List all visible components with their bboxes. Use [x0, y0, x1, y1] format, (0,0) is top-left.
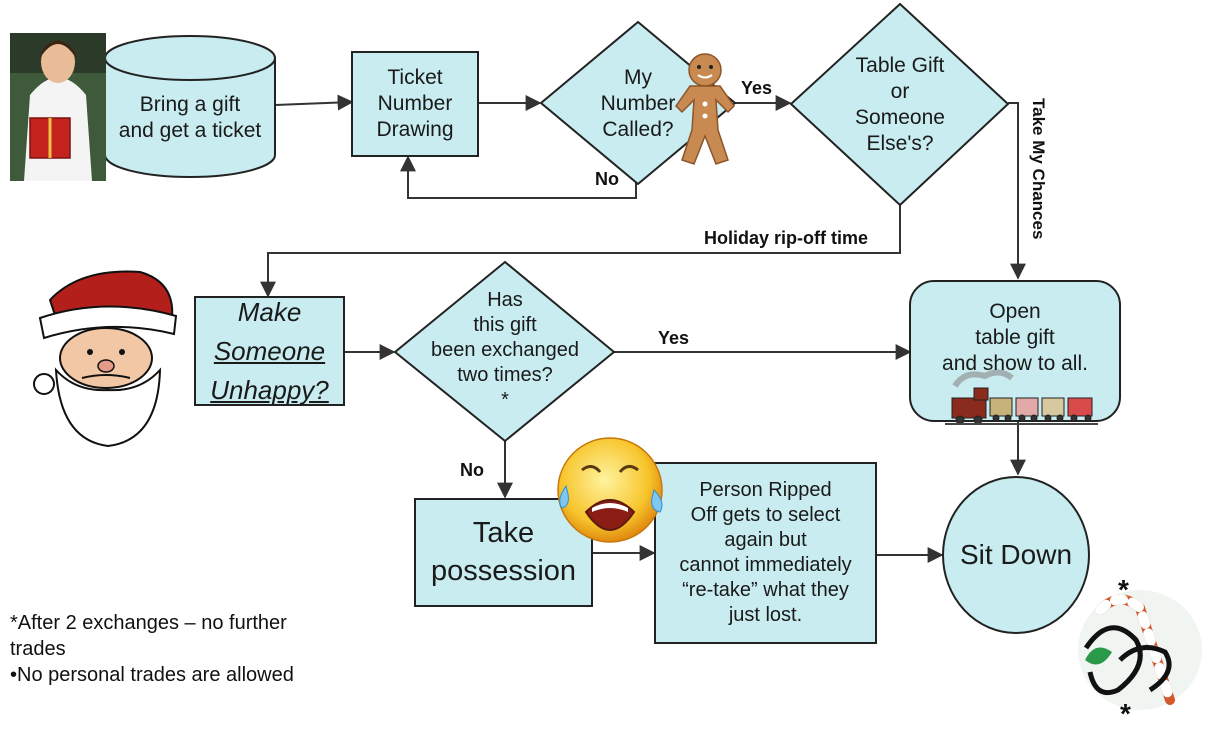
- node-open-table-gift: Open table gift and show to all.: [942, 299, 1088, 376]
- shapes: [104, 2, 1121, 644]
- node-make-unhappy: Make Someone Unhappy?: [195, 297, 344, 405]
- footnote-block: *After 2 exchanges – no further trades •…: [10, 610, 295, 688]
- woman-with-gift-icon: [10, 33, 106, 181]
- node-ticket-drawing: Ticket Number Drawing: [376, 65, 454, 142]
- label-no-called: No: [595, 169, 619, 189]
- diamond-table-or-else: [789, 2, 1010, 207]
- node-sit-down: Sit Down: [959, 538, 1073, 570]
- footnote-line-1: *After 2 exchanges – no further trades: [10, 612, 287, 660]
- circle-sit-down: [942, 476, 1090, 634]
- node-ripped-off: Person Ripped Off gets to select again b…: [679, 479, 852, 626]
- node-bring-gift: Bring a gift and get a ticket: [118, 92, 262, 142]
- edge-gift-to-drawing: [274, 94, 354, 111]
- box-open-table-gift: [909, 280, 1121, 422]
- cylinder-bring-gift: [104, 35, 276, 178]
- box-ripped-off: [654, 462, 877, 644]
- label-ripoff-time: Holiday rip-off time: [704, 228, 869, 248]
- footnote-line-2: •No personal trades are allowed: [10, 664, 294, 686]
- node-exchanged-twice: Has this gift been exchanged two times? …: [431, 288, 579, 411]
- toy-train-icon: [945, 369, 1098, 425]
- gingerbread-man-icon: [675, 53, 735, 165]
- crying-face-icon: [557, 437, 663, 543]
- make-unhappy-line-2: Someone: [213, 335, 326, 366]
- make-unhappy-line-1: Make: [237, 296, 302, 327]
- label-yes-exchanged: Yes: [658, 328, 690, 348]
- edge-ripoff: [260, 205, 901, 298]
- candy-asterisk-top: *: [1118, 574, 1129, 605]
- candy-asterisk-bottom: *: [1120, 698, 1131, 729]
- diamond-exchanged-twice: [393, 260, 616, 443]
- node-table-or-else: Table Gift or Someone Else's?: [855, 53, 945, 156]
- node-take-possession: Take possession: [430, 516, 577, 587]
- box-take-possession: [414, 498, 593, 607]
- label-no-exchanged: No: [460, 460, 484, 480]
- edge-take-chances: [1008, 102, 1026, 280]
- label-take-chances: Take My Chances: [1029, 98, 1048, 240]
- box-make-unhappy: [194, 296, 345, 406]
- santa-claus-icon: [33, 270, 178, 448]
- candy-cane-icon: [1078, 590, 1202, 710]
- label-yes-called: Yes: [741, 78, 773, 98]
- make-unhappy-line-3: Unhappy?: [210, 374, 329, 405]
- box-ticket-drawing: [351, 51, 479, 157]
- node-number-called: My Number Called?: [600, 65, 676, 142]
